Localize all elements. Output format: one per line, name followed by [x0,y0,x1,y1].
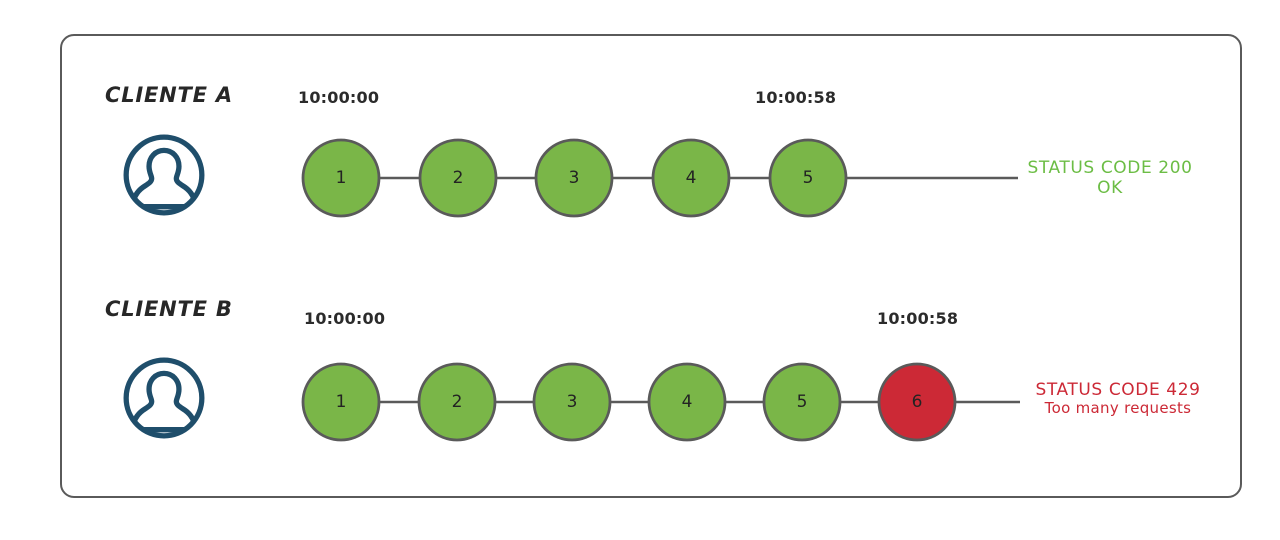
status-a-text: OK [1097,178,1123,199]
status-b-code: STATUS CODE 429 [1035,380,1201,400]
client-label-a: CLIENTE A [105,83,233,107]
timestamp-a-end: 10:00:58 [755,88,837,107]
client-label-b: CLIENTE B [105,297,233,321]
status-badge-b: STATUS CODE 429 Too many requests [1035,380,1200,418]
timestamp-b-start: 10:00:00 [304,309,386,328]
timestamp-b-end: 10:00:58 [877,309,959,328]
status-badge-a: STATUS CODE 200 OK [1027,158,1192,198]
timestamp-a-start: 10:00:00 [298,88,380,107]
status-b-text: Too many requests [1044,399,1192,418]
status-a-code: STATUS CODE 200 [1027,158,1193,178]
user-avatar-icon [120,131,208,219]
diagram-frame [60,34,1242,498]
user-avatar-icon [120,354,208,442]
